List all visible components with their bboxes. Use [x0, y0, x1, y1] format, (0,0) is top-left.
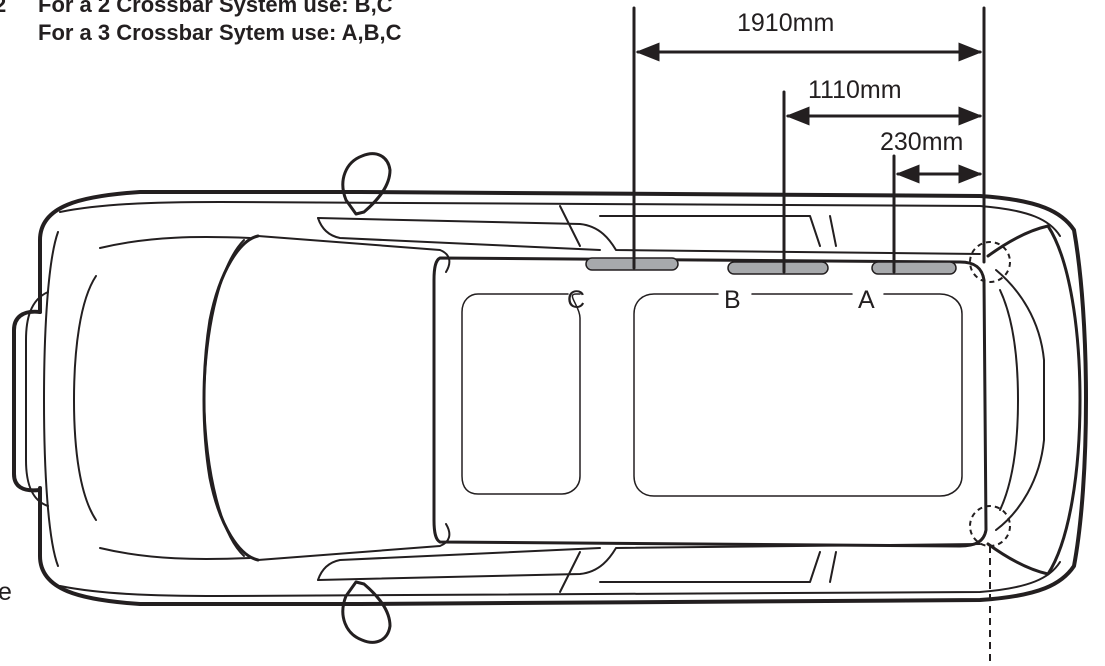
- car-outline: [12, 152, 1088, 644]
- dimension-lines: [632, 6, 986, 274]
- position-letter-a: A: [858, 286, 875, 314]
- detail-circle-bottom: [969, 505, 1011, 547]
- dimension-label-b: 1110mm: [808, 76, 902, 104]
- foot-pad-c: [585, 257, 679, 271]
- dimension-labels: 1910mm 1110mm 230mm: [737, 9, 963, 156]
- dimension-label-c: 1910mm: [737, 9, 834, 37]
- note-three-crossbar: For a 3 Crossbar Sytem use: A,B,C: [38, 20, 402, 45]
- foot-pad-b: [727, 261, 829, 275]
- position-letter-b: B: [724, 286, 741, 314]
- detail-circle-top: [969, 241, 1011, 283]
- foot-pad-a: [871, 261, 957, 275]
- note-two-crossbar: For a 2 Crossbar System use: B,C: [38, 0, 393, 17]
- note-prefix: 2: [0, 0, 7, 17]
- detail-callouts: [969, 241, 1011, 664]
- position-letters: C B A: [567, 286, 875, 314]
- position-letter-c: C: [567, 286, 585, 314]
- side-text-fragment: e: [0, 578, 12, 606]
- dimension-label-a: 230mm: [880, 128, 963, 156]
